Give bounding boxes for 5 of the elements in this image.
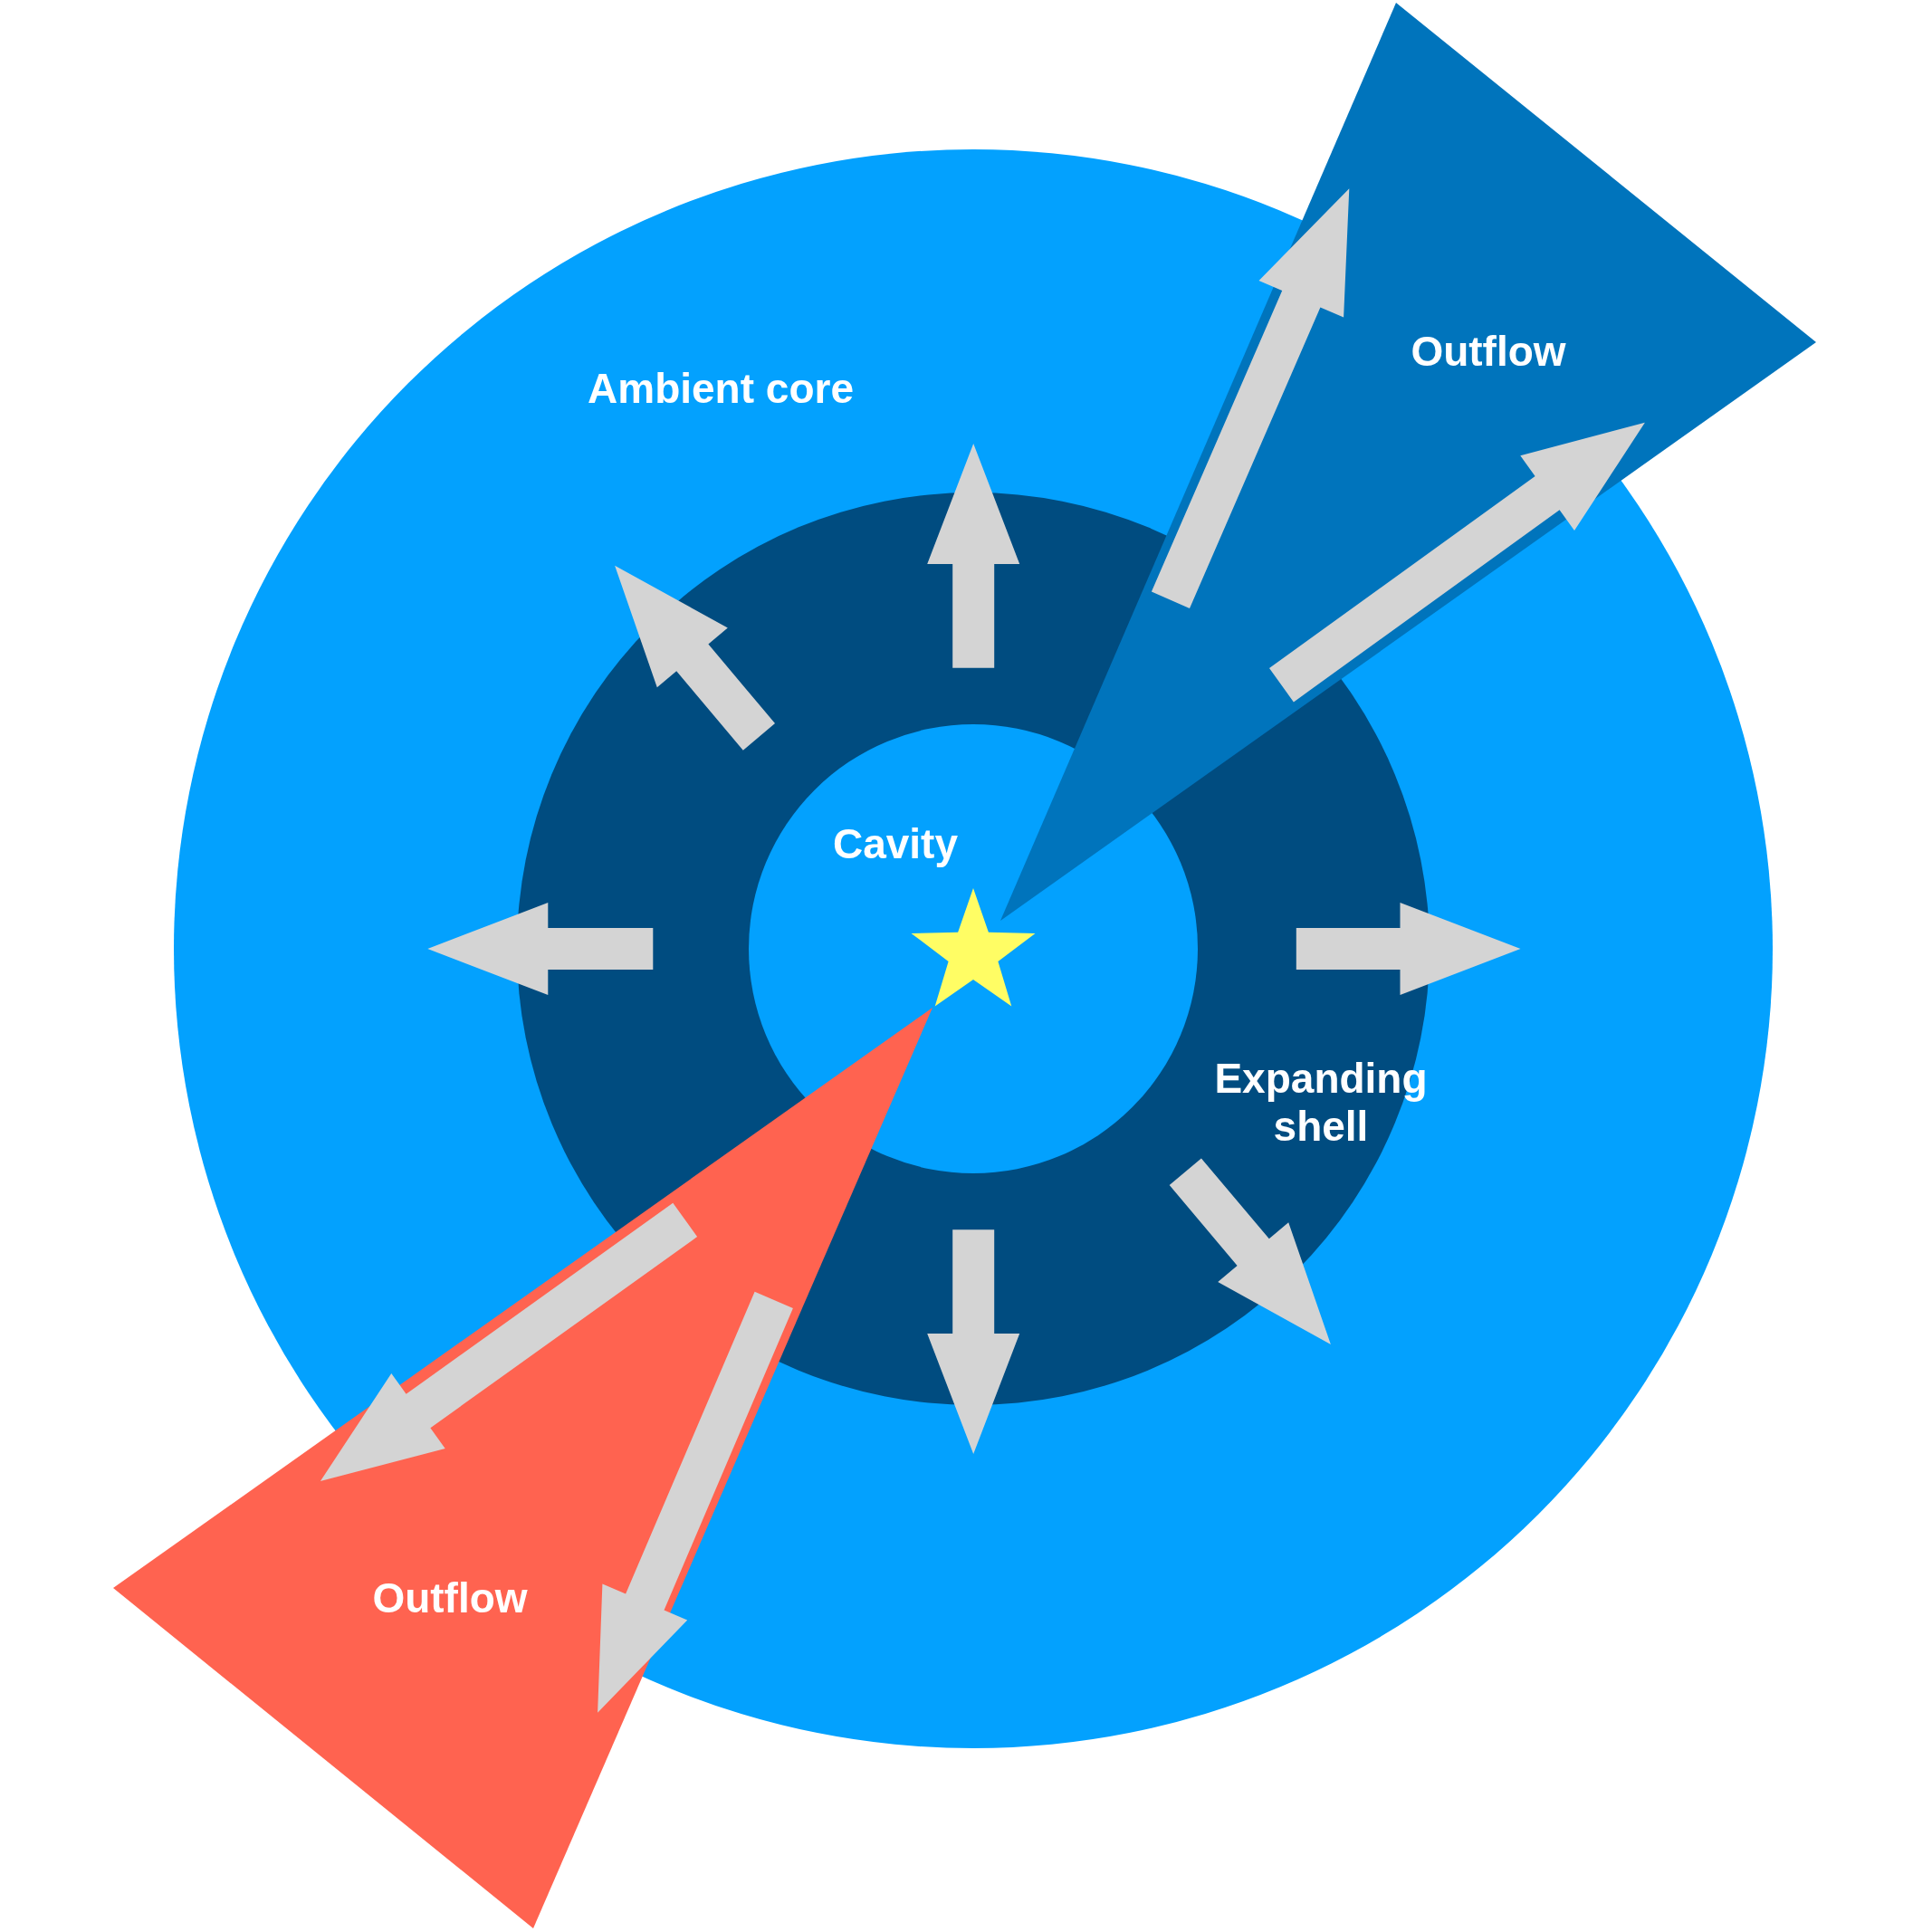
region-label: Ambient core [587,364,855,413]
region-label: Outflow [371,1573,529,1622]
region-label: Cavity [831,819,960,868]
region-label: Expanding shell [1213,1055,1429,1151]
region-label: Outflow [1410,327,1567,376]
